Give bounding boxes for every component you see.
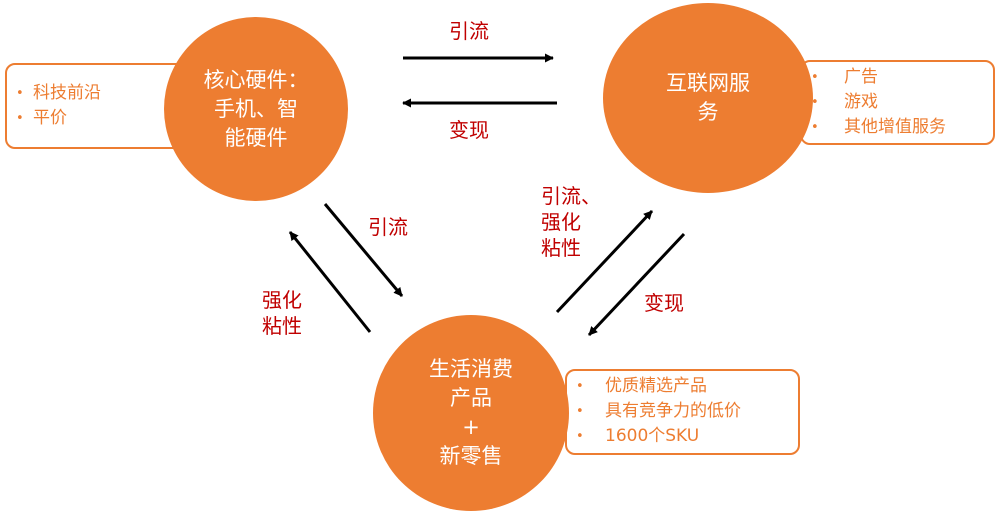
hardware-node-label: 核心硬件： 手机、智 能硬件: [204, 66, 309, 153]
internet-node-line: 互联网服: [666, 71, 750, 95]
internet-features-box: 广告 游戏 其他增值服务: [800, 60, 995, 145]
hardware-node-line: 能硬件: [224, 125, 288, 150]
internet-features-list: 广告 游戏 其他增值服务: [802, 65, 993, 140]
internet-node-line: 务: [697, 100, 719, 124]
consumer-feature-item: 1600个SKU: [567, 424, 798, 449]
edge-label-consumer-to-hardware: 强化 粘性: [262, 287, 302, 339]
edge-label-hardware-to-consumer: 引流: [368, 215, 408, 239]
consumer-node-line: 产品: [450, 386, 492, 410]
edge-label-line: 引流、: [541, 184, 601, 208]
hardware-feature-item: 平价: [7, 106, 193, 131]
consumer-node-line: +: [462, 415, 480, 439]
arrow-hardware-to-consumer: [323, 203, 404, 297]
hardware-node-line: 手机、智: [214, 96, 298, 121]
edge-label-line: 粘性: [541, 236, 581, 260]
hardware-feature-item: 科技前沿: [7, 81, 193, 106]
hardware-features-box: 科技前沿 平价: [5, 63, 195, 149]
internet-feature-item: 游戏: [802, 90, 993, 115]
edge-label-consumer-to-internet: 引流、 强化 粘性: [541, 183, 601, 261]
edge-label-hardware-to-internet: 引流: [449, 19, 489, 43]
consumer-features-box: 优质精选产品 具有竞争力的低价 1600个SKU: [565, 369, 800, 455]
edge-label-internet-to-hardware: 变现: [449, 118, 489, 142]
internet-node-label: 互联网服 务: [666, 69, 750, 127]
arrow-consumer-to-internet: [555, 209, 654, 314]
consumer-feature-item: 具有竞争力的低价: [567, 399, 798, 424]
edge-label-line: 强化: [541, 210, 581, 234]
internet-feature-item: 广告: [802, 65, 993, 90]
consumer-node-label: 生活消费 产品 + 新零售: [429, 355, 513, 471]
edge-label-internet-to-consumer: 变现: [644, 291, 684, 315]
internet-node: 互联网服 务: [603, 3, 813, 193]
hardware-node-line: 核心硬件：: [203, 67, 309, 92]
consumer-feature-item: 优质精选产品: [567, 374, 798, 399]
edge-label-line: 粘性: [262, 314, 302, 338]
arrow-consumer-to-hardware: [288, 231, 372, 333]
internet-feature-item: 其他增值服务: [802, 115, 993, 140]
arrow-internet-to-consumer: [587, 232, 686, 337]
hardware-node: 核心硬件： 手机、智 能硬件: [164, 17, 348, 201]
consumer-node-line: 新零售: [439, 444, 503, 468]
consumer-features-list: 优质精选产品 具有竞争力的低价 1600个SKU: [567, 374, 798, 449]
consumer-node-line: 生活消费: [429, 357, 513, 381]
edge-label-line: 强化: [262, 288, 302, 312]
consumer-node: 生活消费 产品 + 新零售: [373, 315, 569, 511]
hardware-features-list: 科技前沿 平价: [7, 81, 193, 131]
